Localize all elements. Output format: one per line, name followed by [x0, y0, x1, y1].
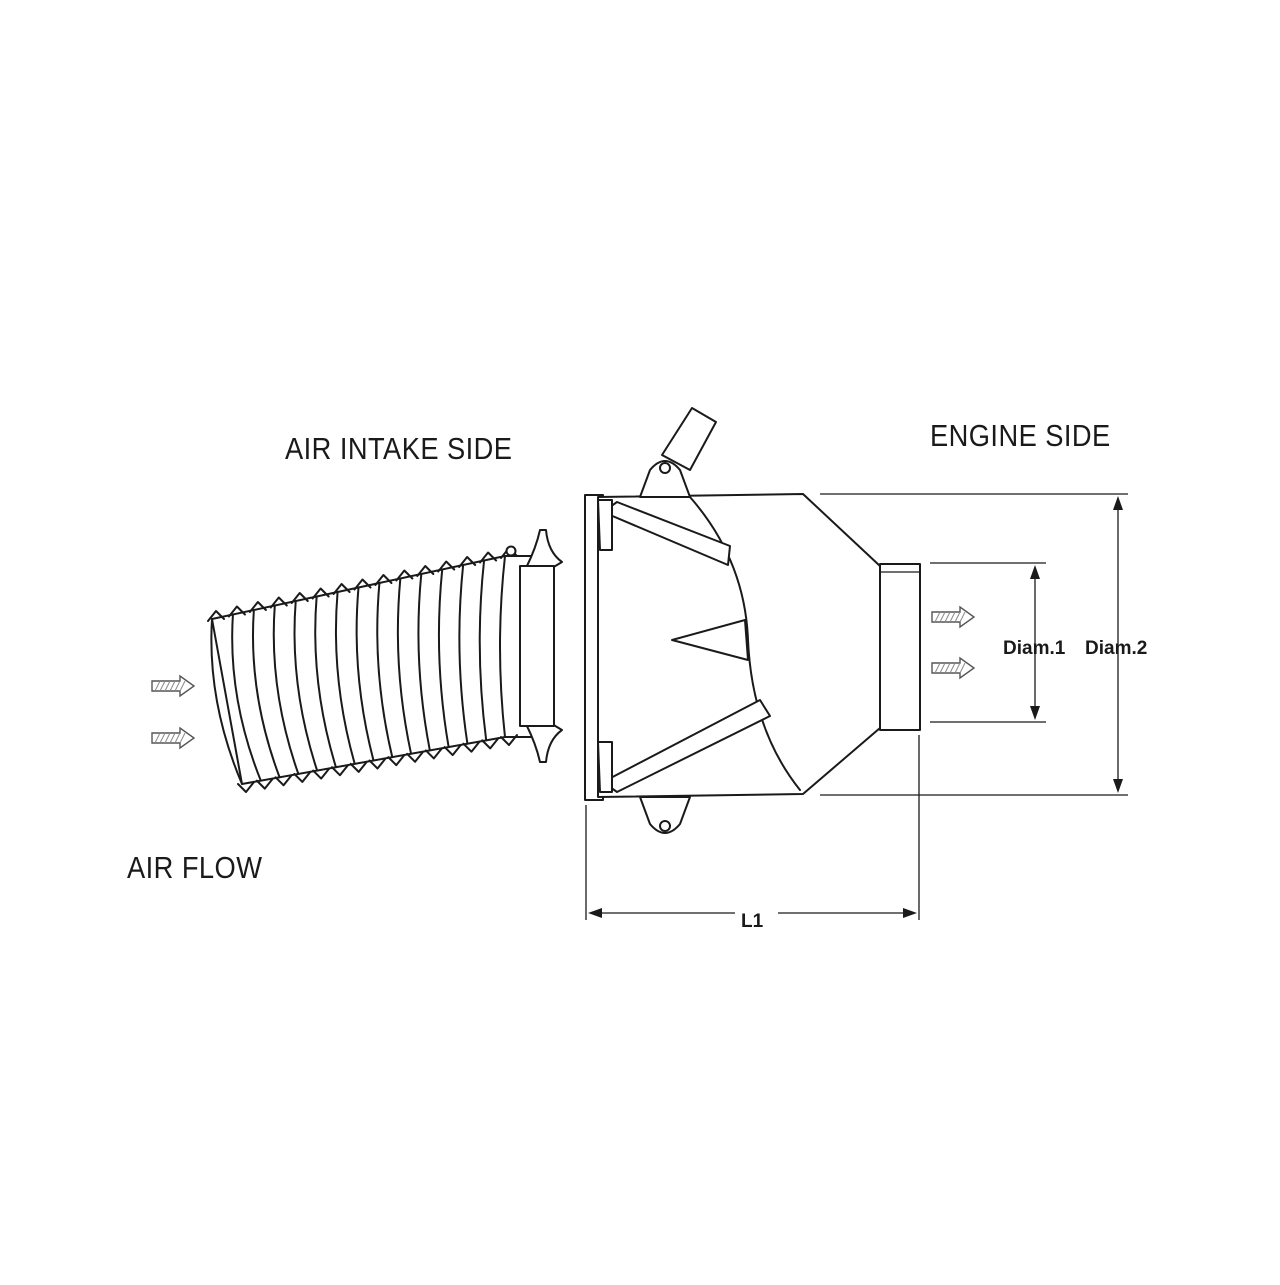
flow-arrow-icon	[151, 674, 196, 698]
breather-pipe	[661, 407, 717, 471]
air-flow-label: AIR FLOW	[127, 850, 263, 885]
hose-pleat	[334, 591, 356, 765]
mounting-tab-bottom	[639, 796, 691, 834]
flow-arrow-icon	[151, 726, 196, 750]
l1-label: L1	[741, 911, 764, 932]
dimension-lines	[585, 493, 1128, 920]
hose-pleat-tooth	[248, 601, 293, 787]
filter-housing	[584, 407, 921, 834]
hose-pleat-tooth	[269, 596, 312, 783]
hose-pleat-tooth	[395, 569, 425, 763]
air-intake-side-label: AIR INTAKE SIDE	[285, 431, 513, 466]
clip-top	[597, 499, 613, 551]
hose-pleat-tooth	[416, 565, 443, 760]
hose-connector-bottom-flange	[525, 723, 563, 763]
hose-pleat	[458, 564, 469, 745]
hose-pleat-tooth	[374, 574, 406, 767]
hose-pleat	[314, 595, 337, 769]
hose-pleat	[293, 600, 319, 772]
hose-clamp-screw	[505, 545, 517, 557]
clip-bottom	[597, 741, 613, 793]
mounting-tab-top	[639, 460, 691, 498]
diam2-label: Diam.2	[1085, 638, 1148, 659]
hose-pleat	[417, 573, 431, 752]
hose-pleat-tooth	[479, 551, 500, 750]
hose-pleat	[251, 609, 281, 779]
hose-connector-body	[519, 565, 555, 727]
hose-connector-top-flange	[525, 529, 563, 569]
housing-outlet	[879, 563, 921, 731]
hose-pleat	[437, 568, 450, 749]
flow-arrow-icon	[931, 656, 976, 680]
hose-pleat-tooth	[311, 587, 349, 777]
hose-pleat-tooth	[353, 578, 387, 770]
engine-side-label: ENGINE SIDE	[930, 418, 1111, 453]
hose-pleats	[207, 547, 518, 793]
hose-pleat	[355, 586, 375, 762]
corrugated-hose	[207, 529, 563, 793]
hose-pleat	[231, 613, 262, 782]
hose-pleat	[499, 555, 506, 738]
housing-cutaway	[689, 496, 801, 791]
housing-body	[597, 493, 881, 798]
inner-fin	[671, 619, 749, 661]
hose-pleat	[210, 618, 243, 785]
hose-pleat-tooth	[458, 556, 481, 753]
air-flow-arrows	[151, 605, 976, 750]
hose-pleat-tooth	[207, 610, 255, 793]
diam1-label: Diam.1	[1003, 638, 1066, 659]
hose-pleat	[272, 604, 300, 775]
hose-pleat-tooth	[437, 560, 462, 757]
hose-pleat	[376, 582, 394, 759]
hose-pleat-tooth	[227, 605, 274, 790]
flow-arrow-icon	[931, 605, 976, 629]
hose-pleat-tooth	[290, 592, 331, 780]
hose-pleat-tooth	[332, 583, 368, 773]
hose-pleat	[478, 559, 488, 742]
hose-pleat	[396, 577, 413, 755]
